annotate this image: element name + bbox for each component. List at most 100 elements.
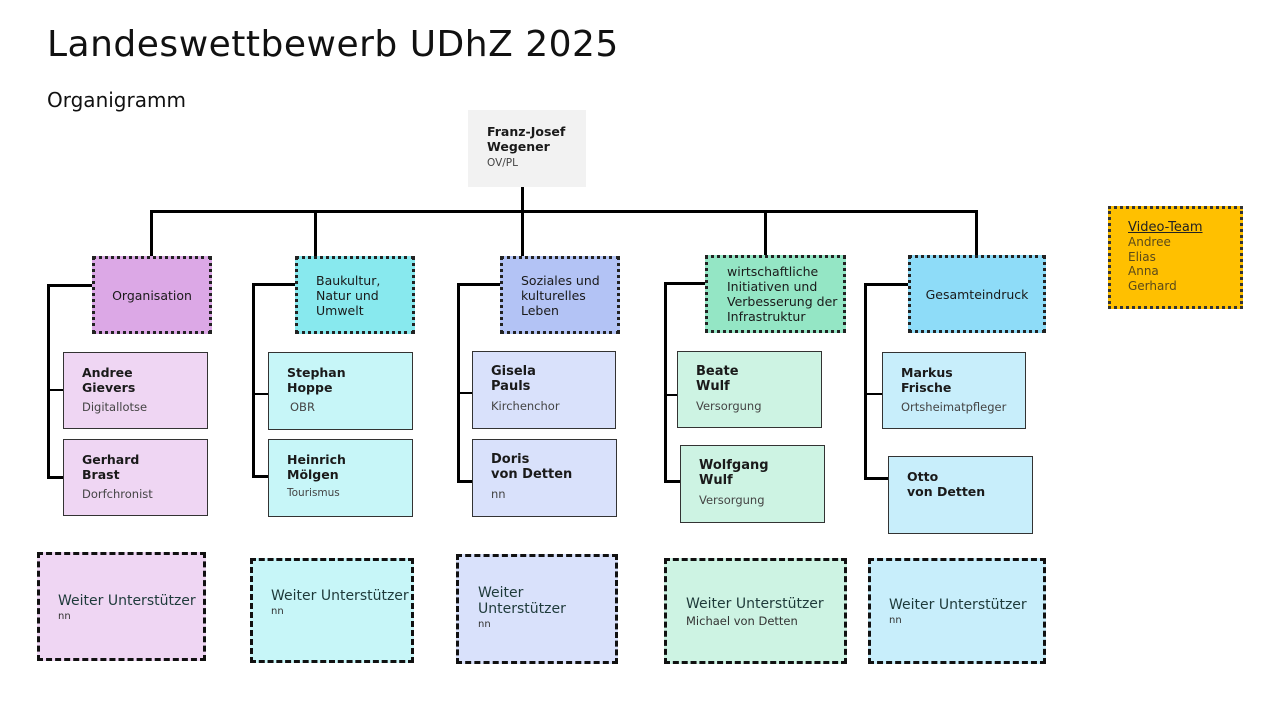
bracket-3-vertical [457, 283, 460, 483]
member-name-2: Wulf [696, 379, 730, 394]
member-role: Digitallotse [82, 400, 148, 414]
member-card-doris-von-detten: Doris von Detten nn [472, 439, 617, 517]
member-name-1: Andree [82, 365, 133, 380]
supporter-box-wirtschaft: Weiter Unterstützer Michael von Detten [664, 558, 847, 664]
connector-drop-3 [521, 210, 524, 257]
member-name-2: Gievers [82, 380, 136, 395]
bracket-4-tick-b [664, 480, 680, 483]
video-team-member: Elias [1128, 249, 1156, 264]
supporter-box-gesamteindruck: Weiter Unterstützer nn [868, 558, 1046, 664]
member-role: Kirchenchor [491, 399, 560, 413]
member-name-1: Wolfgang [699, 458, 769, 473]
bracket-1-tick-a [47, 389, 63, 391]
connector-horizontal-bar [150, 210, 978, 213]
member-card-heinrich-moelgen: Heinrich Mölgen Tourismus [268, 439, 413, 517]
supporter-title: Weiter Unterstützer [58, 593, 196, 609]
bracket-5-tick-b [864, 477, 888, 480]
head-wirtschaft: wirtschaftliche Initiativen und Verbesse… [705, 255, 846, 333]
top-leader-box: Franz-Josef Wegener OV/PL [468, 110, 586, 187]
member-card-markus-frische: Markus Frische Ortsheimatpfleger [882, 352, 1026, 429]
top-leader-role: OV/PL [487, 157, 518, 169]
supporter-title: Weiter Unterstützer [271, 588, 409, 604]
bracket-1-vertical [47, 284, 50, 478]
member-name-2: Hoppe [287, 380, 333, 395]
member-name-1: Doris [491, 452, 530, 467]
head-gesamteindruck-label: Gesamteindruck [925, 286, 1029, 302]
head-soziales-label: Soziales und kulturelles Leben [521, 272, 600, 318]
bracket-4-top [664, 282, 706, 285]
supporter-title: Weiter Unterstützer [478, 585, 566, 617]
top-leader-name-1: Franz-Josef [487, 124, 566, 139]
member-card-gerhard-brast: Gerhard Brast Dorfchronist [63, 439, 208, 516]
connector-drop-2 [314, 210, 317, 257]
member-role: Versorgung [699, 493, 765, 507]
member-name-2: Pauls [491, 379, 531, 394]
bracket-2-tick-a [252, 393, 268, 395]
supporter-title: Weiter Unterstützer [889, 597, 1027, 613]
member-role: nn [491, 487, 506, 501]
supporter-name: nn [58, 611, 71, 622]
member-name-2: von Detten [907, 484, 986, 499]
member-name-1: Gerhard [82, 452, 140, 467]
bracket-1-top [47, 284, 93, 287]
page-title: Landeswettbewerb UDhZ 2025 [47, 24, 619, 65]
connector-drop-5 [975, 210, 978, 257]
bracket-5-top [864, 283, 909, 286]
supporter-box-baukultur: Weiter Unterstützer nn [250, 558, 414, 663]
member-name-2: Brast [82, 467, 120, 482]
bracket-2-tick-b [252, 475, 268, 478]
bracket-5-vertical [864, 283, 867, 480]
supporter-box-organisation: Weiter Unterstützer nn [37, 552, 206, 661]
head-organisation: Organisation [92, 256, 212, 334]
connector-drop-1 [150, 210, 153, 257]
top-leader-name-2: Wegener [487, 139, 550, 154]
bracket-2-vertical [252, 283, 255, 477]
member-name-1: Beate [696, 364, 739, 379]
member-role: Ortsheimatpfleger [901, 400, 1007, 414]
bracket-4-vertical [664, 282, 667, 483]
head-soziales: Soziales und kulturelles Leben [500, 256, 620, 334]
head-wirtschaft-label: wirtschaftliche Initiativen und Verbesse… [727, 264, 838, 324]
member-role: Tourismus [287, 487, 340, 499]
member-card-otto-von-detten: Otto von Detten [888, 456, 1033, 534]
bracket-1-tick-b [47, 476, 63, 479]
supporter-box-soziales: Weiter Unterstützer nn [456, 554, 618, 664]
member-role: Dorfchronist [82, 487, 153, 501]
supporter-name: Michael von Detten [686, 614, 798, 628]
video-team-title: Video-Team [1128, 220, 1203, 235]
member-card-gisela-pauls: Gisela Pauls Kirchenchor [472, 351, 616, 429]
bracket-3-top [457, 283, 501, 286]
video-team-box: Video-Team Andree Elias Anna Gerhard [1108, 206, 1243, 309]
member-name-1: Stephan [287, 365, 346, 380]
bracket-5-tick-a [864, 393, 882, 395]
member-name-1: Heinrich [287, 452, 346, 467]
supporter-title: Weiter Unterstützer [686, 596, 824, 612]
member-card-beate-wulf: Beate Wulf Versorgung [677, 351, 822, 428]
bracket-3-tick-a [457, 392, 472, 394]
connector-drop-4 [764, 210, 767, 257]
member-card-stephan-hoppe: Stephan Hoppe OBR [268, 352, 413, 430]
head-baukultur: Baukultur, Natur und Umwelt [295, 256, 415, 334]
supporter-name: nn [271, 606, 284, 617]
member-name-1: Otto [907, 469, 939, 484]
video-team-member: Anna [1128, 264, 1159, 278]
head-baukultur-label: Baukultur, Natur und Umwelt [316, 272, 381, 318]
member-card-andree-gievers: Andree Gievers Digitallotse [63, 352, 208, 429]
member-name-1: Markus [901, 365, 953, 380]
bracket-3-tick-b [457, 480, 472, 483]
member-name-2: Wulf [699, 473, 733, 488]
member-name-2: von Detten [491, 467, 573, 482]
video-team-member: Andree [1128, 235, 1171, 249]
bracket-2-top [252, 283, 296, 286]
supporter-name: nn [478, 619, 491, 630]
connector-top-vertical [521, 186, 524, 212]
member-card-wolfgang-wulf: Wolfgang Wulf Versorgung [680, 445, 825, 523]
video-team-member: Gerhard [1128, 278, 1177, 293]
head-organisation-label: Organisation [112, 287, 192, 303]
head-gesamteindruck: Gesamteindruck [908, 255, 1046, 333]
bracket-4-tick-a [664, 394, 677, 396]
member-role: Versorgung [696, 399, 762, 413]
supporter-name: nn [889, 615, 902, 626]
member-name-2: Mölgen [287, 467, 339, 482]
page-subtitle: Organigramm [47, 88, 186, 112]
